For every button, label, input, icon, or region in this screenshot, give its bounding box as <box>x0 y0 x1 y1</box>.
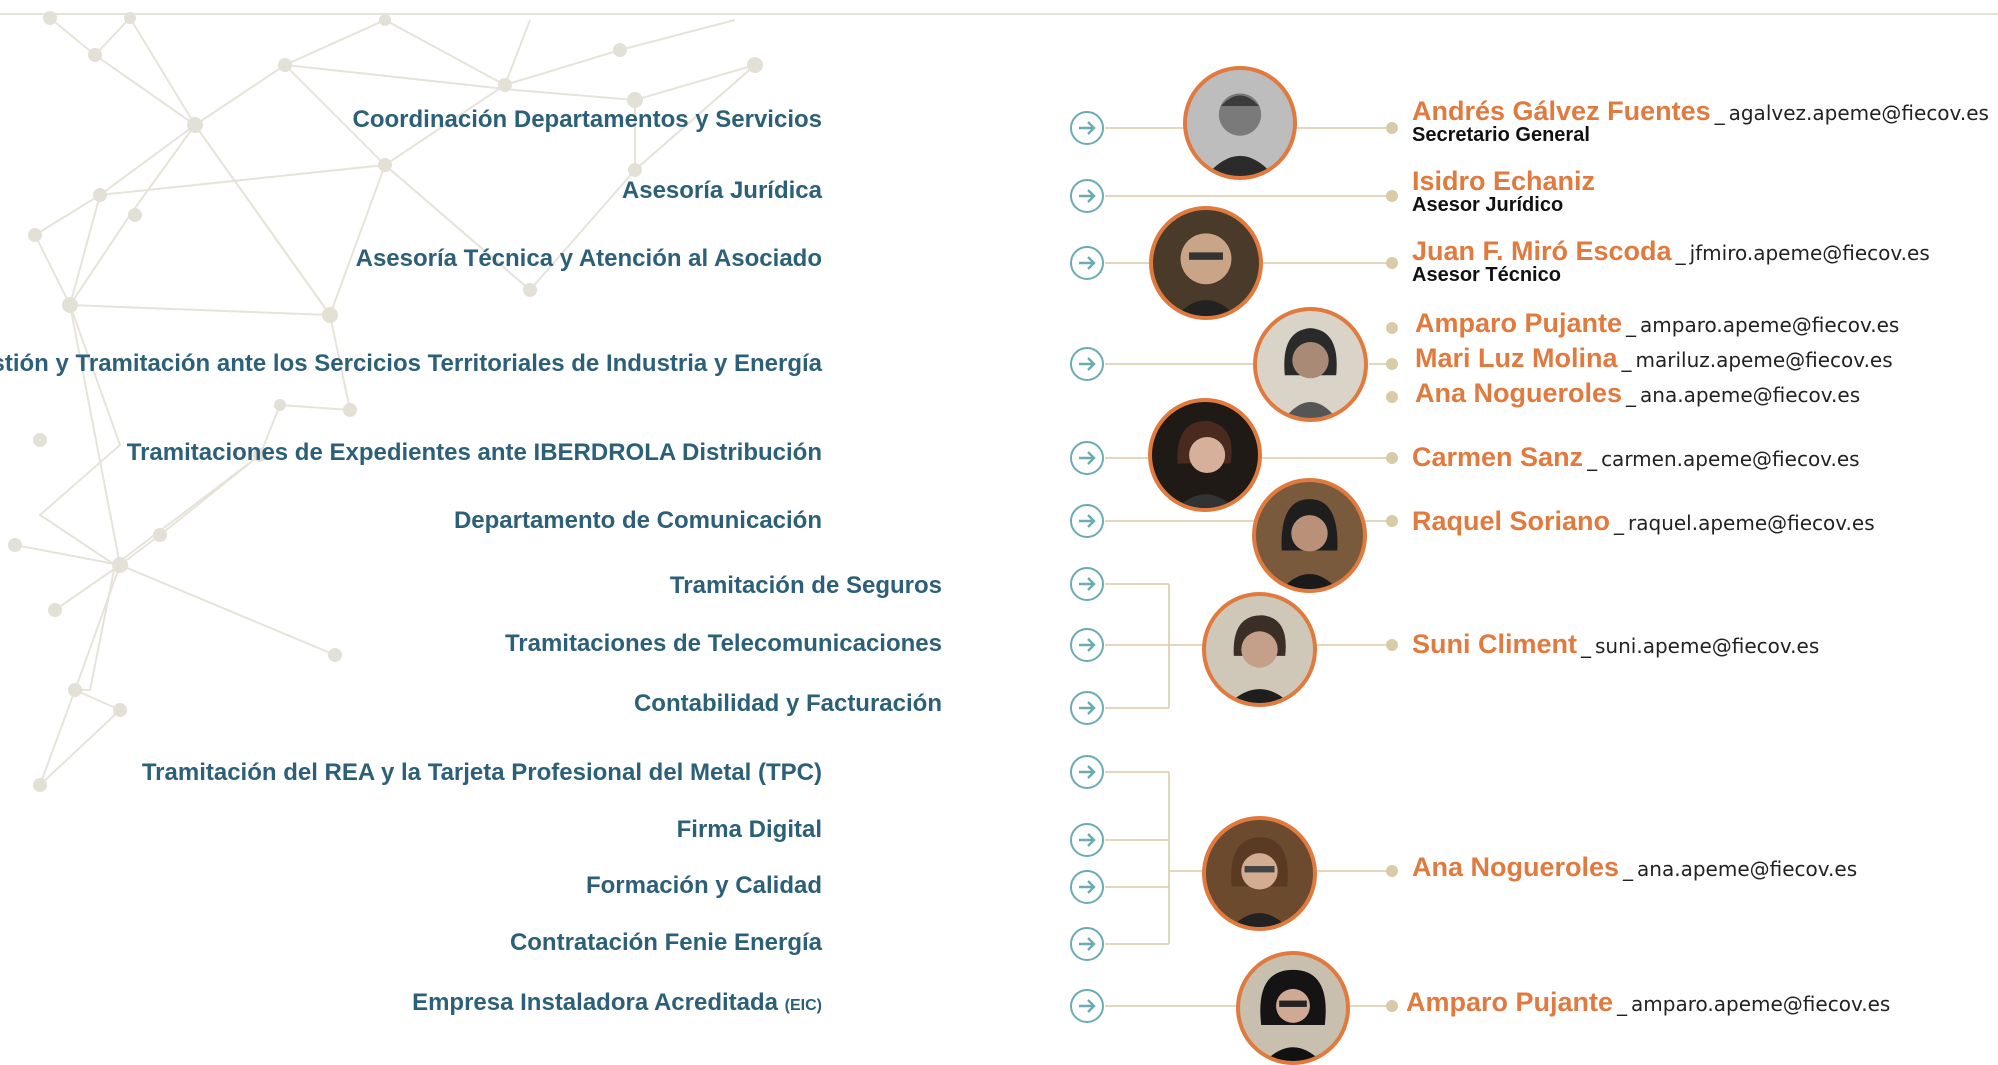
service-label: Tramitaciones de Expedientes ante IBERDR… <box>126 439 822 466</box>
contact-amparo-pujante-2: Amparo Pujante_amparo.apeme@fiecov.es <box>1406 987 1890 1018</box>
arrow-right-circle-icon[interactable] <box>1069 178 1105 214</box>
service-firma-digital[interactable]: Firma Digital <box>677 815 822 845</box>
service-label: Empresa Instaladora Acreditada <box>412 989 778 1016</box>
service-label: Formación y Calidad <box>585 872 822 899</box>
contact-name[interactable]: Ana Nogueroles <box>1415 378 1623 408</box>
arrow-right-circle-icon[interactable] <box>1069 988 1105 1024</box>
contact-email[interactable]: amparo.apeme@fiecov.es <box>1640 313 1900 337</box>
service-fenie[interactable]: Contratación Fenie Energía <box>510 928 822 958</box>
service-label: Contabilidad y Facturación <box>633 690 942 717</box>
contact-ana-nogueroles-2: Ana Nogueroles_ana.apeme@fiecov.es <box>1412 852 1857 883</box>
contact-email[interactable]: ana.apeme@fiecov.es <box>1640 383 1861 407</box>
contact-email[interactable]: suni.apeme@fiecov.es <box>1595 634 1820 658</box>
arrow-right-circle-icon[interactable] <box>1069 926 1105 962</box>
contact-name[interactable]: Juan F. Miró Escoda <box>1412 236 1672 266</box>
separator: _ <box>1581 634 1592 658</box>
separator: _ <box>1626 383 1637 407</box>
service-contabilidad[interactable]: Contabilidad y Facturación <box>634 689 942 719</box>
separator: _ <box>1587 447 1598 471</box>
contact-email[interactable]: jfmiro.apeme@fiecov.es <box>1689 241 1930 265</box>
arrow-right-circle-icon[interactable] <box>1069 110 1105 146</box>
arrow-right-circle-icon[interactable] <box>1069 245 1105 281</box>
arrow-right-circle-icon[interactable] <box>1069 754 1105 790</box>
contact-ana-nogueroles-1: Ana Nogueroles_ana.apeme@fiecov.es <box>1415 378 1860 409</box>
service-label: Contratación Fenie Energía <box>509 929 822 956</box>
contact-name[interactable]: Carmen Sanz <box>1412 442 1584 472</box>
service-label: Firma Digital <box>676 816 822 843</box>
service-suffix: (EIC) <box>784 997 822 1014</box>
contact-email[interactable]: carmen.apeme@fiecov.es <box>1601 447 1860 471</box>
service-comunicacion[interactable]: Departamento de Comunicación <box>454 506 822 536</box>
separator: _ <box>1626 313 1637 337</box>
arrow-right-circle-icon[interactable] <box>1069 869 1105 905</box>
service-label: Coordinación Departamentos y Servicios <box>352 106 822 133</box>
contact-email[interactable]: agalvez.apeme@fiecov.es <box>1728 101 1989 125</box>
arrow-right-circle-icon[interactable] <box>1069 346 1105 382</box>
contact-name[interactable]: Amparo Pujante <box>1415 308 1623 338</box>
contact-email[interactable]: raquel.apeme@fiecov.es <box>1628 511 1875 535</box>
photo-amparo-pujante <box>1236 951 1350 1065</box>
service-rea-tpc[interactable]: Tramitación del REA y la Tarjeta Profesi… <box>142 758 822 788</box>
contact-role: Secretario General <box>1412 124 1590 146</box>
arrow-right-circle-icon[interactable] <box>1069 627 1105 663</box>
contact-amparo-pujante-1: Amparo Pujante_amparo.apeme@fiecov.es <box>1415 308 1899 339</box>
service-asesoria-juridica[interactable]: Asesoría Jurídica <box>622 176 822 206</box>
contact-andres-galvez: Andrés Gálvez Fuentes_agalvez.apeme@fiec… <box>1412 96 1989 147</box>
separator: _ <box>1614 511 1625 535</box>
contact-email[interactable]: ana.apeme@fiecov.es <box>1637 857 1858 881</box>
contact-role: Asesor Técnico <box>1412 264 1561 286</box>
service-seguros[interactable]: Tramitación de Seguros <box>670 571 942 601</box>
arrow-right-circle-icon[interactable] <box>1069 690 1105 726</box>
contact-name[interactable]: Amparo Pujante <box>1406 987 1614 1017</box>
contact-isidro-echaniz: Isidro Echaniz Asesor Jurídico <box>1412 166 1595 217</box>
arrow-right-circle-icon[interactable] <box>1069 440 1105 476</box>
contact-name[interactable]: Ana Nogueroles <box>1412 852 1620 882</box>
contact-name[interactable]: Mari Luz Molina <box>1415 343 1618 373</box>
separator: _ <box>1617 992 1628 1016</box>
service-iberdrola[interactable]: Tramitaciones de Expedientes ante IBERDR… <box>127 438 822 468</box>
contact-raquel-soriano: Raquel Soriano_raquel.apeme@fiecov.es <box>1412 506 1875 537</box>
service-label: Tramitación de Seguros <box>669 572 942 599</box>
arrow-right-circle-icon[interactable] <box>1069 822 1105 858</box>
service-gestion-tramitacion[interactable]: Gestión y Tramitación ante los Sercicios… <box>0 349 822 379</box>
contact-suni-climent: Suni Climent_suni.apeme@fiecov.es <box>1412 629 1819 660</box>
arrow-right-circle-icon[interactable] <box>1069 503 1105 539</box>
photo-suni-climent <box>1202 592 1317 707</box>
contact-email[interactable]: amparo.apeme@fiecov.es <box>1631 992 1891 1016</box>
dot-icon <box>1386 122 1398 1012</box>
service-formacion[interactable]: Formación y Calidad <box>586 871 822 901</box>
service-label: Asesoría Jurídica <box>621 177 822 204</box>
contact-role: Asesor Jurídico <box>1412 194 1564 216</box>
arrow-right-circle-icon[interactable] <box>1069 566 1105 602</box>
photo-juan-miro <box>1149 206 1263 320</box>
contact-email[interactable]: mariluz.apeme@fiecov.es <box>1635 348 1893 372</box>
service-coordinacion[interactable]: Coordinación Departamentos y Servicios <box>353 105 822 135</box>
service-eic[interactable]: Empresa Instaladora Acreditada (EIC) <box>412 988 822 1021</box>
service-label: Tramitaciones de Telecomunicaciones <box>504 630 942 657</box>
photo-gestion-team <box>1253 307 1368 422</box>
contact-name[interactable]: Andrés Gálvez Fuentes <box>1412 96 1711 126</box>
photo-raquel-soriano <box>1252 478 1367 593</box>
photo-ana-nogueroles <box>1202 816 1317 931</box>
photo-andres-galvez <box>1183 66 1297 180</box>
service-label: Gestión y Tramitación ante los Sercicios… <box>0 350 822 377</box>
contact-mari-luz-molina: Mari Luz Molina_mariluz.apeme@fiecov.es <box>1415 343 1893 374</box>
service-telecomunicaciones[interactable]: Tramitaciones de Telecomunicaciones <box>505 629 942 659</box>
photo-carmen-sanz <box>1148 398 1262 512</box>
contact-juan-miro: Juan F. Miró Escoda_jfmiro.apeme@fiecov.… <box>1412 236 1930 287</box>
service-label: Tramitación del REA y la Tarjeta Profesi… <box>141 759 822 786</box>
contact-name[interactable]: Isidro Echaniz <box>1412 166 1596 196</box>
contact-name[interactable]: Raquel Soriano <box>1412 506 1611 536</box>
service-asesoria-tecnica[interactable]: Asesoría Técnica y Atención al Asociado <box>356 244 822 274</box>
separator: _ <box>1675 241 1686 265</box>
separator: _ <box>1621 348 1632 372</box>
service-label: Asesoría Técnica y Atención al Asociado <box>355 245 822 272</box>
separator: _ <box>1623 857 1634 881</box>
contact-name[interactable]: Suni Climent <box>1412 629 1578 659</box>
contact-carmen-sanz: Carmen Sanz_carmen.apeme@fiecov.es <box>1412 442 1860 473</box>
separator: _ <box>1714 101 1725 125</box>
service-label: Departamento de Comunicación <box>453 507 822 534</box>
